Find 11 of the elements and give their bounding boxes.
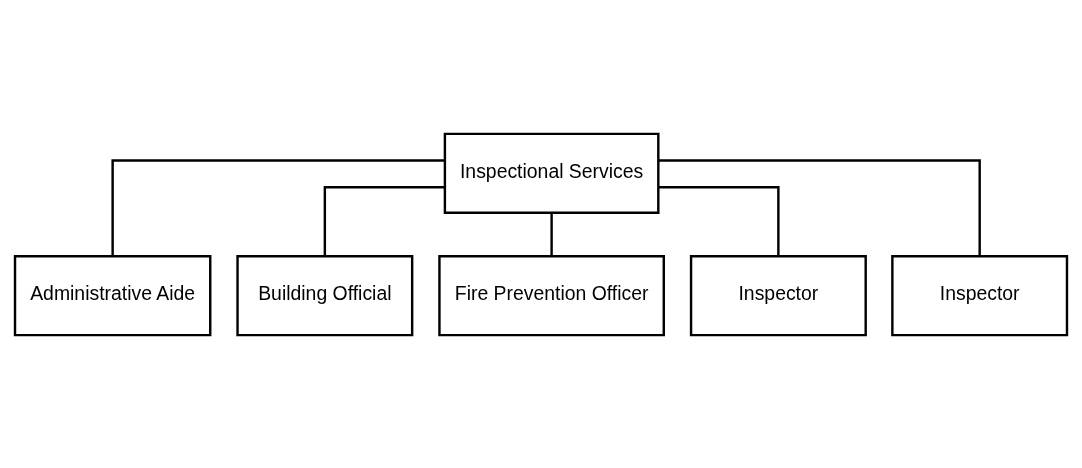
- node-box: Administrative Aide: [13, 254, 212, 336]
- node-box: Fire Prevention Officer: [438, 254, 665, 336]
- connector: [323, 185, 445, 256]
- node-box: Inspectional Services: [443, 132, 660, 214]
- node-box: Inspector: [891, 254, 1069, 336]
- node-box: Building Official: [236, 254, 414, 336]
- connector: [550, 212, 553, 256]
- connector: [658, 158, 981, 256]
- connector: [111, 158, 445, 256]
- connector: [658, 185, 780, 256]
- node-box: Inspector: [689, 254, 867, 336]
